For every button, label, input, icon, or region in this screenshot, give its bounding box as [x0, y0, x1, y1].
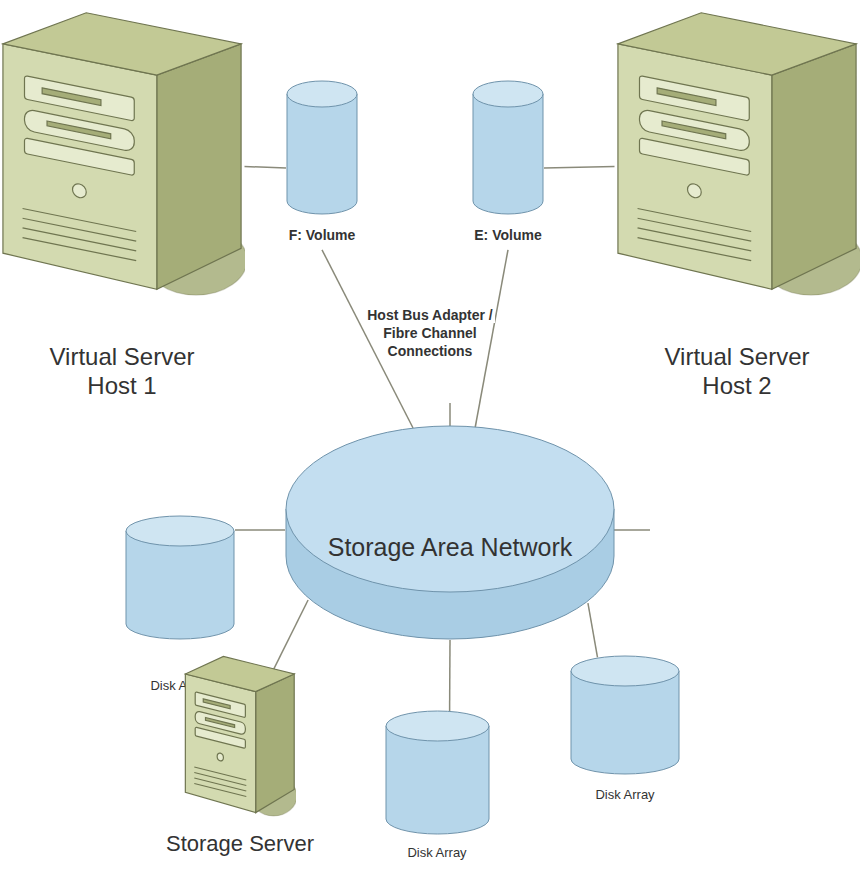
tower-drawing [2, 13, 244, 295]
tower-front [185, 674, 255, 813]
storage-server: Storage Server [166, 652, 314, 857]
node-label: Storage Area Network [285, 532, 615, 562]
drive-slot [42, 88, 101, 106]
tower-details [22, 75, 136, 261]
node-label: Storage Server [166, 831, 314, 857]
disk-array-shape [570, 655, 680, 775]
volume-cylinder: F: Volume [286, 80, 358, 244]
fibre-connection [475, 250, 508, 428]
network-cylinder-shape [285, 425, 615, 640]
server-tower-shape [0, 5, 245, 297]
node-label: E: Volume [474, 227, 541, 244]
drive-slot [662, 121, 726, 139]
tower-top [185, 656, 294, 691]
node-label: Disk Array [407, 845, 466, 861]
volume-cylinder-shape [286, 80, 358, 215]
grill-line [637, 238, 751, 261]
drive-slot [657, 88, 716, 106]
cylinder-body [287, 94, 357, 214]
drive-bay [639, 138, 749, 176]
cylinder-top [386, 711, 489, 741]
fibre-connection [588, 603, 598, 657]
node-label: F: Volume [289, 227, 356, 244]
grill-line [637, 218, 751, 241]
network-stub [449, 403, 451, 426]
cylinder-top [287, 81, 357, 107]
cylinder-top [126, 516, 234, 546]
server-tower: Virtual Server Host 2 [615, 5, 860, 401]
grill-line [194, 778, 246, 791]
drive-bay [24, 138, 134, 176]
connection-label: Host Bus Adapter / Fibre Channel Connect… [365, 307, 495, 359]
storage-server-shape [184, 652, 296, 817]
grill-line [637, 228, 751, 251]
tower-side [156, 44, 240, 289]
drive-slot [203, 699, 230, 709]
node-label: Virtual Server Host 1 [22, 343, 222, 401]
disk-array: Disk Array [570, 655, 680, 803]
server-tower-shape [615, 5, 860, 297]
network-stub [614, 529, 650, 531]
power-button [72, 183, 86, 199]
tower-front [617, 44, 771, 289]
tower-drawing [185, 656, 296, 816]
grill-line [22, 218, 136, 241]
node-label: Virtual Server Host 2 [637, 343, 837, 401]
power-button [217, 752, 223, 761]
grill-line [22, 208, 136, 231]
disk-array-shape [125, 515, 235, 640]
fibre-connection [544, 166, 615, 168]
grill-line [194, 783, 246, 796]
fibre-connection [274, 600, 309, 669]
fibre-connection [449, 640, 451, 711]
grill-line [637, 208, 751, 231]
tower-top [2, 13, 240, 75]
cylinder-top [473, 81, 543, 107]
cylinder-top [286, 426, 614, 592]
grill-line [22, 228, 136, 251]
disk-array-shape [385, 710, 490, 835]
volume-cylinder: E: Volume [472, 80, 544, 244]
network-cylinder: Storage Area Network [285, 425, 615, 640]
cylinder-body [386, 726, 489, 834]
power-button [687, 183, 701, 199]
drive-slot [206, 718, 235, 728]
server-tower: Virtual Server Host 1 [0, 5, 245, 401]
tower-drawing [617, 13, 859, 295]
volume-cylinder-shape [472, 80, 544, 215]
cylinder-top [571, 656, 679, 686]
cylinder-body [126, 531, 234, 639]
disk-array: Disk Array [385, 710, 490, 861]
drive-bay [195, 727, 245, 748]
grill-line [22, 238, 136, 261]
grill-line [194, 767, 246, 780]
tower-side [771, 44, 855, 289]
tower-side [256, 674, 295, 813]
node-label: Disk Array [595, 787, 654, 803]
tower-details [194, 692, 246, 797]
grill-line [194, 772, 246, 785]
tower-top [617, 13, 855, 75]
drive-slot [47, 121, 111, 139]
tower-front [2, 44, 156, 289]
fibre-connection [235, 529, 285, 531]
tower-details [637, 75, 751, 261]
cylinder-body [473, 94, 543, 214]
connection-note: Host Bus Adapter / Fibre Channel Connect… [350, 306, 510, 361]
fibre-connection [245, 166, 287, 168]
